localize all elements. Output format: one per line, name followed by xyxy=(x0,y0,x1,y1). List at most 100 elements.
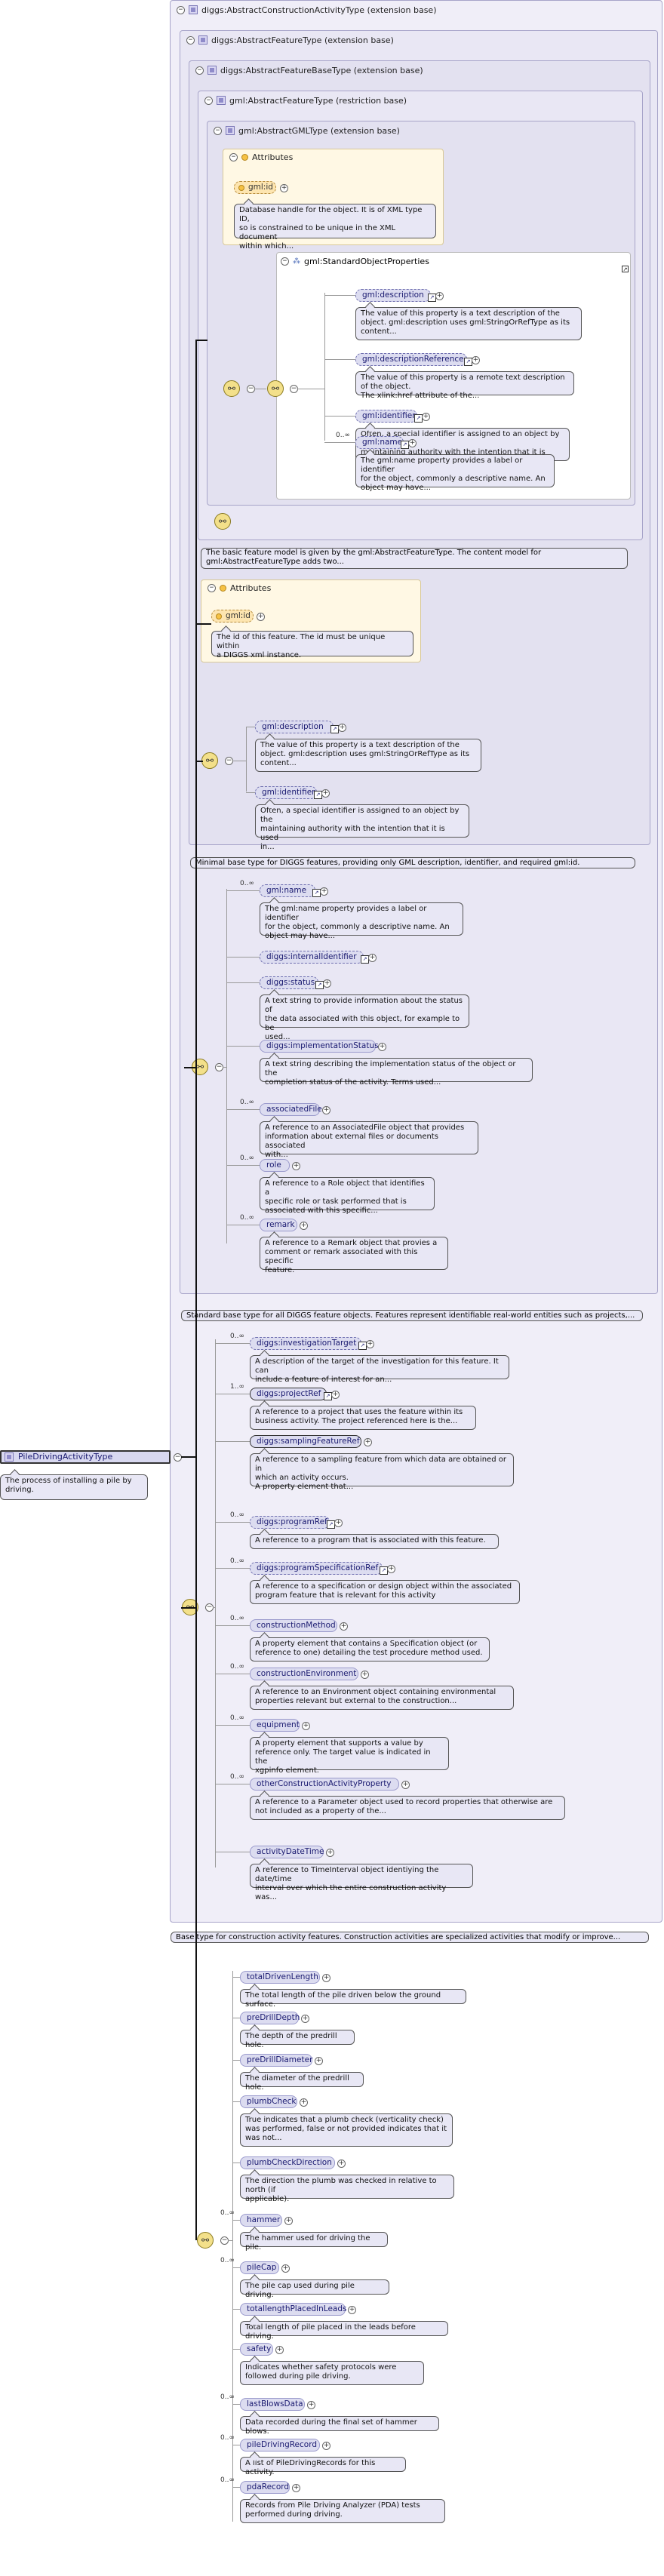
expand-icon[interactable]: + xyxy=(401,1781,410,1789)
element-pdarecord[interactable]: pdaRecord xyxy=(240,2481,290,2494)
element-diggs-programref[interactable]: diggs:programRef↗ xyxy=(250,1516,335,1529)
element-diggs-implementationstatus[interactable]: diggs:implementationStatus xyxy=(260,1040,379,1053)
element-plumbcheck[interactable]: plumbCheck xyxy=(240,2095,297,2108)
expand-icon[interactable]: + xyxy=(422,413,430,421)
expand-icon[interactable]: + xyxy=(300,1222,308,1230)
expand-icon[interactable]: + xyxy=(284,2217,293,2225)
element-gml-name[interactable]: gml:name↗ xyxy=(355,436,409,449)
complex-type-icon xyxy=(226,126,235,135)
element-description: A reference to a sampling feature from w… xyxy=(250,1453,514,1491)
element-description: A reference to TimeInterval object ident… xyxy=(250,1864,473,1901)
connector xyxy=(226,1046,260,1047)
expand-icon[interactable]: + xyxy=(292,2484,300,2492)
element-gml-description[interactable]: gml:description↗ xyxy=(355,289,436,302)
expand-icon[interactable]: + xyxy=(472,356,480,364)
expand-icon[interactable]: + xyxy=(320,887,328,896)
element-diggs-programspecificationref[interactable]: diggs:programSpecificationRef↗ xyxy=(250,1562,388,1575)
element-gml-description[interactable]: gml:description↗ xyxy=(255,721,339,733)
connector xyxy=(215,1522,250,1523)
element-gml-descriptionreference[interactable]: gml:descriptionReference↗ xyxy=(355,353,472,366)
expand-icon[interactable]: + xyxy=(322,2442,330,2450)
expand-icon[interactable]: + xyxy=(292,1162,300,1170)
expand-icon[interactable]: + xyxy=(323,979,331,988)
expand-icon[interactable]: + xyxy=(300,2098,308,2107)
expand-icon[interactable]: + xyxy=(361,1671,369,1679)
element-gml-name[interactable]: gml:name↗ xyxy=(260,884,321,897)
element-totaldrivenlength[interactable]: totalDrivenLength xyxy=(240,1971,320,1984)
attributes-icon xyxy=(241,154,248,161)
root-element[interactable]: PileDrivingActivityType xyxy=(0,1450,171,1464)
group-ref-icon[interactable]: ↗ xyxy=(622,266,629,272)
connector xyxy=(215,1441,250,1442)
element-pilecap[interactable]: pileCap xyxy=(240,2261,279,2274)
collapse-toggle[interactable]: − xyxy=(195,66,204,75)
element-predrilldiameter[interactable]: preDrillDiameter xyxy=(240,2054,312,2067)
collapse-toggle[interactable]: − xyxy=(204,96,213,105)
expand-icon[interactable]: + xyxy=(337,2159,346,2168)
element-constructionmethod[interactable]: constructionMethod xyxy=(250,1619,337,1632)
gml-id-attribute[interactable]: gml:id xyxy=(234,181,276,194)
element-diggs-samplingfeatureref[interactable]: diggs:samplingFeatureRef xyxy=(250,1435,361,1448)
element-plumbcheckdirection[interactable]: plumbCheckDirection xyxy=(240,2156,335,2169)
expand-icon[interactable]: + xyxy=(366,1340,374,1348)
element-diggs-internalidentifier[interactable]: diggs:internalIdentifier↗ xyxy=(260,951,369,964)
expand-icon[interactable]: + xyxy=(378,1043,386,1051)
expand-icon[interactable]: + xyxy=(348,2306,356,2314)
expand-icon[interactable]: + xyxy=(340,1622,348,1631)
collapse-toggle[interactable]: − xyxy=(208,584,216,592)
expand-icon[interactable]: + xyxy=(302,1722,310,1730)
expand-icon[interactable]: + xyxy=(280,184,288,192)
element-lastblowsdata[interactable]: lastBlowsData xyxy=(240,2398,305,2411)
collapse-toggle[interactable]: − xyxy=(229,153,238,161)
element-predrilldepth[interactable]: preDrillDepth xyxy=(240,2012,300,2024)
element-diggs-status[interactable]: diggs:status↗ xyxy=(260,976,324,989)
expand-icon[interactable]: + xyxy=(257,613,265,621)
expand-icon[interactable]: + xyxy=(364,1438,372,1446)
expand-icon[interactable]: + xyxy=(307,2401,315,2409)
element-totallengthplacedinleads[interactable]: totallengthPlacedInLeads xyxy=(240,2303,347,2316)
expand-icon[interactable]: + xyxy=(408,439,417,447)
element-hammer[interactable]: hammer xyxy=(240,2214,282,2227)
expand-icon[interactable]: + xyxy=(334,1519,343,1527)
element-activitydatetime[interactable]: activityDateTime xyxy=(250,1846,324,1858)
element-gml-identifier[interactable]: gml:identifier↗ xyxy=(355,410,423,423)
expand-icon[interactable]: + xyxy=(315,2057,323,2065)
collapse-toggle[interactable]: − xyxy=(186,35,195,45)
expand-icon[interactable]: + xyxy=(338,724,346,732)
element-diggs-projectref[interactable]: diggs:projectRef↗ xyxy=(250,1388,332,1400)
complex-type-icon xyxy=(189,5,198,14)
expand-icon[interactable]: + xyxy=(387,1565,395,1573)
expand-icon[interactable]: + xyxy=(435,292,444,300)
cardinality-label: 0..∞ xyxy=(230,1557,244,1565)
connector xyxy=(246,727,247,792)
cardinality-label: 0..∞ xyxy=(240,880,254,887)
element-diggs-investigationtarget[interactable]: diggs:investigationTarget↗ xyxy=(250,1337,367,1350)
expand-icon[interactable]: + xyxy=(326,1849,334,1857)
gml-id-attribute[interactable]: gml:id xyxy=(211,610,254,622)
element-safety[interactable]: safety xyxy=(240,2343,273,2356)
element-remark[interactable]: remark xyxy=(260,1219,297,1231)
expand-icon[interactable]: + xyxy=(321,789,330,798)
expand-icon[interactable]: + xyxy=(301,2015,309,2023)
cardinality-label: 0..∞ xyxy=(230,1773,244,1781)
collapse-toggle[interactable]: − xyxy=(177,5,185,14)
element-otherconstructionactivityproperty[interactable]: otherConstructionActivityProperty xyxy=(250,1778,399,1791)
expand-icon[interactable]: + xyxy=(322,1106,330,1114)
element-description: The depth of the predrill hole. xyxy=(240,2030,355,2049)
element-constructionenvironment[interactable]: constructionEnvironment xyxy=(250,1668,358,1680)
element-role[interactable]: role xyxy=(260,1159,290,1172)
element-piledrivingrecord[interactable]: pileDrivingRecord xyxy=(240,2439,320,2452)
expand-icon[interactable]: + xyxy=(368,954,377,962)
expand-icon[interactable]: + xyxy=(322,1974,330,1982)
expand-icon[interactable]: + xyxy=(331,1391,340,1399)
element-gml-identifier[interactable]: gml:identifier↗ xyxy=(255,786,322,799)
collapse-toggle[interactable]: − xyxy=(281,257,289,266)
expand-icon[interactable]: + xyxy=(275,2346,284,2354)
element-description: The value of this property is a text des… xyxy=(255,739,481,772)
element-associatedfile[interactable]: associatedFile xyxy=(260,1103,322,1116)
connector xyxy=(195,340,208,341)
collapse-toggle[interactable]: − xyxy=(214,126,222,135)
expand-icon[interactable]: + xyxy=(281,2264,290,2273)
element-equipment[interactable]: equipment xyxy=(250,1719,300,1732)
cardinality-label: 0..∞ xyxy=(240,1214,254,1222)
